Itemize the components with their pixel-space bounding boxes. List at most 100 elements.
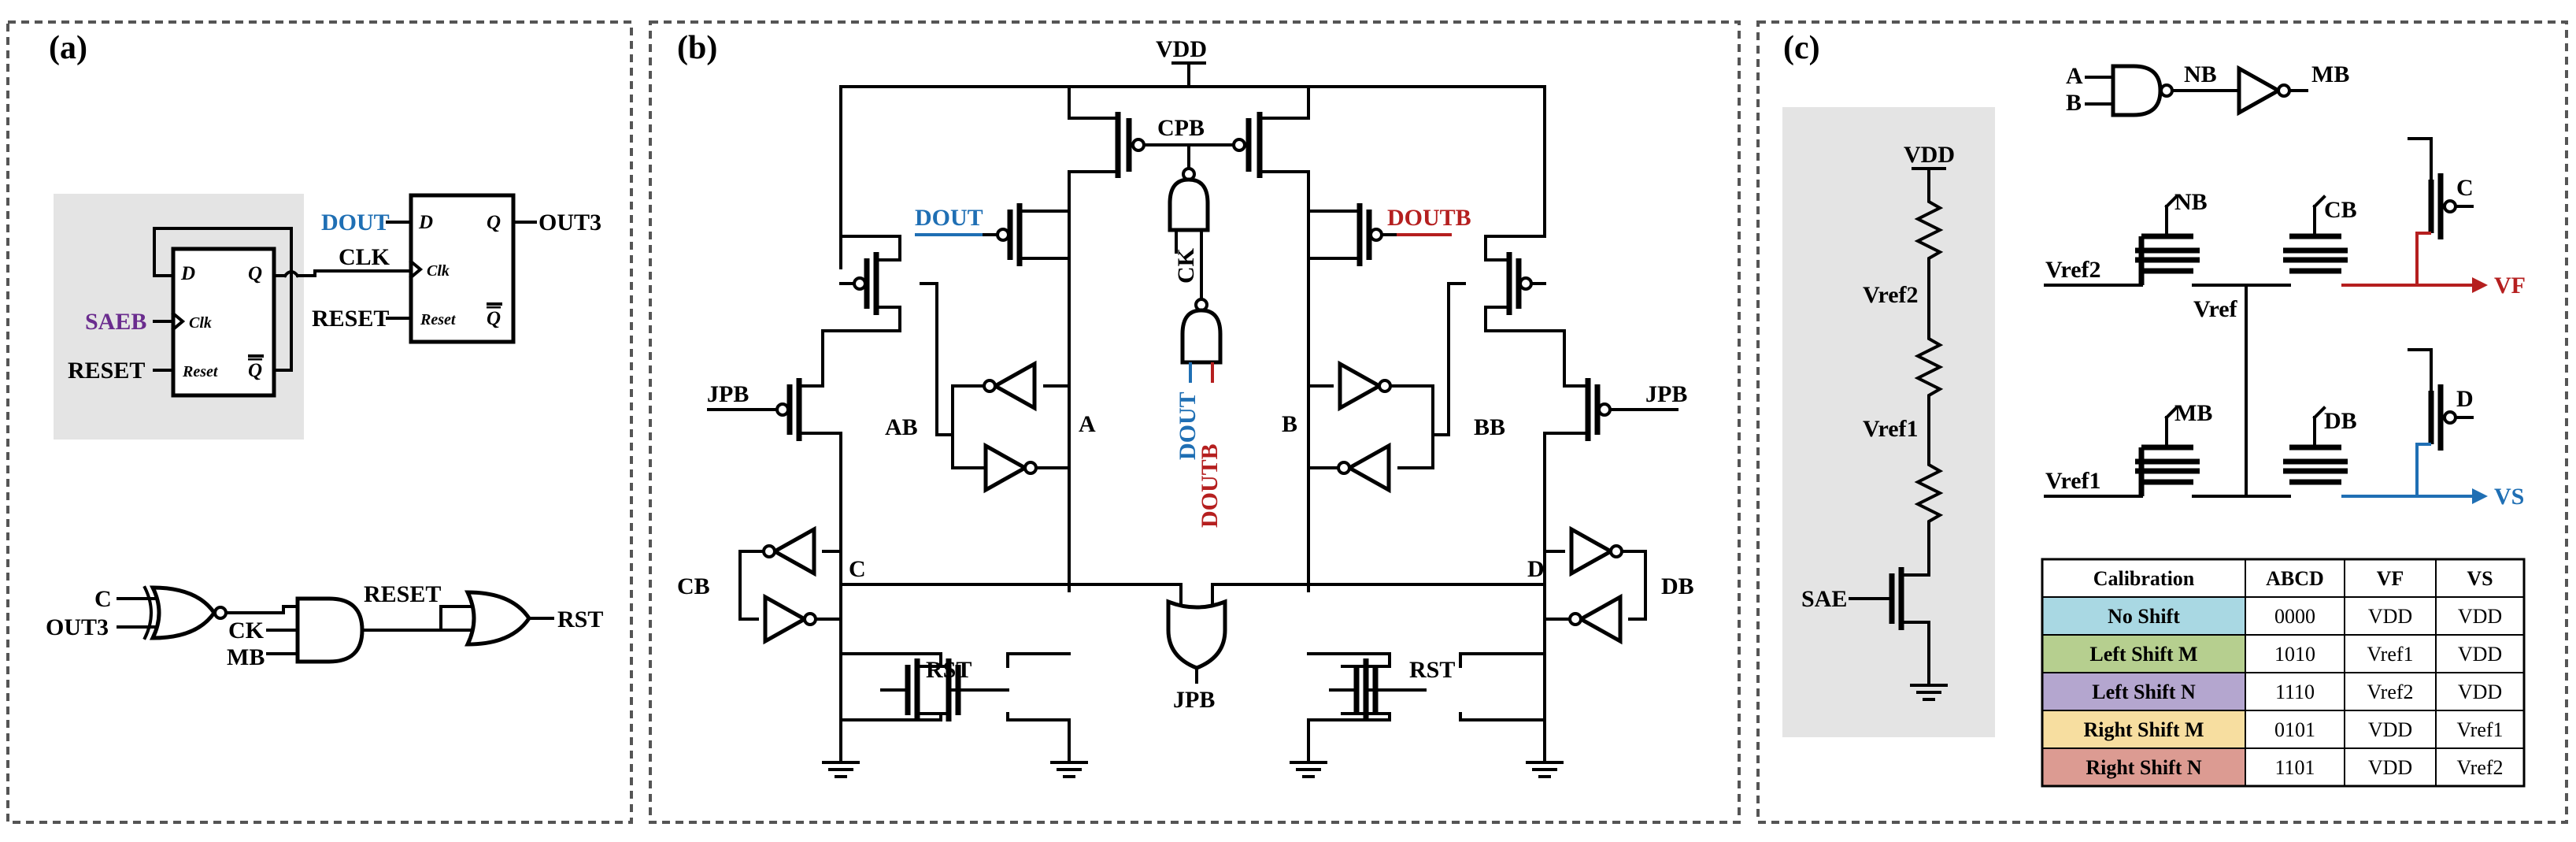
table-cell: Vref2 [2456, 756, 2503, 779]
or-gate-jpb [1166, 599, 1227, 670]
vs-label: VS [2494, 484, 2524, 510]
table-cell: Vref2 [2367, 681, 2413, 703]
table-row-bg [2042, 710, 2245, 748]
vref2-div-label: Vref2 [1863, 282, 1919, 308]
dout-input-label: DOUT [915, 205, 983, 231]
table-cell: 0101 [2274, 718, 2315, 741]
ff1-reset: Reset [182, 363, 219, 380]
panel-c-label: (c) [1783, 30, 1820, 66]
rst-left-label: RST [926, 657, 972, 683]
out3-label: OUT3 [539, 210, 601, 236]
table-cell: VDD [2368, 718, 2412, 741]
c-input-label: C [94, 586, 112, 612]
ff1-d: D [180, 263, 195, 284]
sae-label: SAE [1801, 586, 1847, 612]
b-label: B [1282, 411, 1297, 437]
table-cell: Vref1 [2456, 718, 2503, 741]
table-header: VF [2377, 567, 2404, 590]
ff2-q: Q [487, 212, 501, 233]
table-cell: Right Shift M [2083, 718, 2204, 741]
table-header: VS [2467, 567, 2493, 590]
jpb-right-label: JPB [1645, 381, 1687, 407]
table-cell: 0000 [2274, 605, 2315, 628]
jpb-left-label: JPB [707, 381, 749, 407]
vref2-label: Vref2 [2045, 257, 2101, 283]
rst-right-label: RST [1409, 657, 1455, 683]
panel-a-frame [6, 20, 633, 824]
table-cell: Left Shift M [2089, 643, 2197, 666]
vdd-label: VDD [1156, 36, 1207, 62]
transmission-gate-mb [2135, 406, 2200, 496]
jpb-bottom-label: JPB [1173, 687, 1215, 713]
panel-a: D Q Clk Reset Q D Q Clk Reset Q SAEB RES… [46, 193, 603, 670]
ff1-clk: Clk [189, 314, 212, 332]
c-c-label: C [2456, 175, 2474, 201]
nand-gate-c [2111, 64, 2163, 117]
c-label: C [849, 556, 866, 582]
table-cell: VDD [2458, 605, 2502, 628]
saeb-label: SAEB [85, 309, 146, 335]
table-cell: VDD [2368, 756, 2412, 779]
panel-c-frame [1756, 20, 2568, 824]
panel-b-frame [649, 20, 1741, 824]
table-cell: VDD [2458, 643, 2502, 666]
db-label: DB [1661, 573, 1694, 599]
reset2-label: RESET [312, 306, 389, 332]
dout-vertical-label: DOUT [1175, 391, 1201, 460]
cpb-label: CPB [1157, 115, 1205, 141]
nb-label: NB [2174, 189, 2208, 215]
table-row-bg [2042, 635, 2245, 673]
doutb-vertical-label: DOUTB [1197, 443, 1223, 528]
table-cell: Left Shift N [2092, 681, 2196, 703]
vdd-c-label: VDD [1904, 142, 1955, 168]
table-cell: Vref1 [2367, 643, 2413, 666]
nand-gate-dout [1180, 308, 1223, 365]
rst-label: RST [557, 606, 603, 632]
ck-label-b: CK [1173, 247, 1199, 284]
nb-out-label: NB [2184, 61, 2217, 87]
table-row-bg [2042, 597, 2245, 635]
vref1-label: Vref1 [2045, 468, 2101, 494]
nand-gate-cpb [1168, 177, 1210, 232]
d-c-label: D [2456, 386, 2474, 412]
ck-label: CK [228, 618, 265, 644]
reset-out-label: RESET [364, 581, 441, 607]
vf-label: VF [2494, 273, 2526, 299]
d-label: D [1527, 556, 1545, 582]
ff2-d: D [418, 212, 433, 233]
transmission-gate-db [2283, 406, 2348, 485]
clk-label: CLK [339, 244, 390, 270]
reset-label: RESET [68, 358, 145, 384]
table-cell: Right Shift N [2086, 756, 2202, 779]
transmission-gate-cb [2283, 195, 2348, 274]
a-label: A [1079, 411, 1096, 437]
ab-label: AB [885, 414, 918, 440]
out3-input-label: OUT3 [46, 614, 109, 640]
ff2-reset: Reset [420, 311, 457, 328]
ff2-qbar: Q [487, 308, 501, 329]
mb-out-label: MB [2311, 61, 2349, 87]
table-header: ABCD [2266, 567, 2324, 590]
table-cell: 1010 [2274, 643, 2315, 666]
mb-label: MB [227, 644, 265, 670]
xnor-gate-back [142, 585, 153, 640]
cb-label: CB [677, 573, 710, 599]
and-gate [295, 596, 365, 664]
flip-flop-2 [409, 193, 516, 344]
panel-c-shaded-region [1782, 107, 1995, 737]
ff1-q: Q [248, 263, 262, 284]
table-header: Calibration [2093, 567, 2195, 590]
table-cell: 1110 [2275, 681, 2315, 703]
or-gate [464, 590, 532, 647]
bb-label: BB [1474, 414, 1505, 440]
panel-a-label: (a) [49, 30, 87, 66]
panel-b-label: (b) [677, 30, 717, 66]
xnor-gate [149, 585, 217, 640]
table-cell: VDD [2458, 681, 2502, 703]
doutb-input-label: DOUTB [1387, 205, 1471, 231]
dout-label: DOUT [321, 210, 390, 236]
gate-b-label: B [2066, 90, 2082, 116]
flip-flop-1 [171, 247, 276, 398]
